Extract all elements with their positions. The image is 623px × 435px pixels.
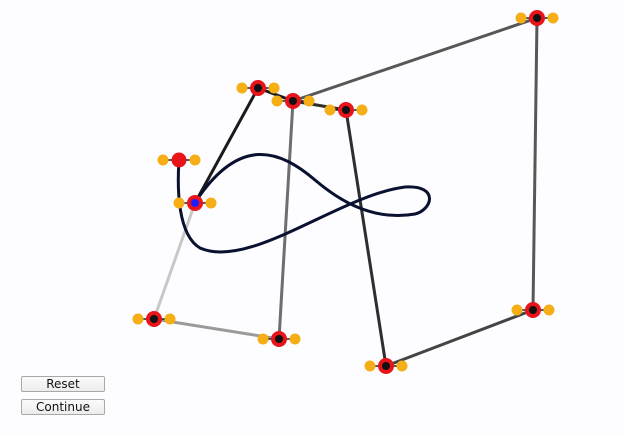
chain-segment — [292, 16, 538, 103]
chain-segment — [277, 100, 295, 340]
control-point-node-icon[interactable] — [511, 302, 555, 318]
control-point-node-icon[interactable] — [132, 311, 176, 327]
tangent-handle-icon[interactable] — [324, 104, 336, 116]
chain-segments — [152, 16, 539, 368]
tangent-handle-icon[interactable] — [543, 304, 555, 316]
tangent-handle-icon[interactable] — [547, 12, 559, 24]
tangent-handle-icon[interactable] — [189, 154, 201, 166]
tangent-handle-icon[interactable] — [132, 313, 144, 325]
control-point-node-icon[interactable] — [271, 93, 315, 109]
tangent-handle-icon[interactable] — [173, 197, 185, 209]
control-point-node-icon[interactable] — [173, 195, 217, 211]
tangent-handle-icon[interactable] — [289, 333, 301, 345]
control-point-node-icon[interactable] — [364, 358, 408, 374]
tangent-handle-icon[interactable] — [511, 304, 523, 316]
continue-button[interactable]: Continue — [21, 399, 105, 415]
tangent-handle-icon[interactable] — [396, 360, 408, 372]
control-point-node-icon[interactable] — [257, 331, 301, 347]
bezier-curve — [176, 153, 431, 254]
tangent-handle-icon[interactable] — [271, 95, 283, 107]
control-point-node-icon[interactable] — [236, 80, 280, 96]
tangent-handle-icon[interactable] — [164, 313, 176, 325]
chain-segment — [193, 87, 260, 204]
tangent-handle-icon[interactable] — [303, 95, 315, 107]
control-points — [132, 10, 559, 374]
chain-segment — [385, 308, 534, 368]
chain-segment — [153, 317, 280, 341]
tangent-handle-icon[interactable] — [268, 82, 280, 94]
chain-segment — [152, 202, 197, 320]
chain-segment — [531, 17, 539, 311]
chain-segment — [344, 109, 388, 367]
control-point-node-icon[interactable] — [157, 152, 201, 168]
tangent-handle-icon[interactable] — [157, 154, 169, 166]
tangent-handle-icon[interactable] — [205, 197, 217, 209]
tangent-handle-icon[interactable] — [257, 333, 269, 345]
tangent-handle-icon[interactable] — [236, 82, 248, 94]
tangent-handle-icon[interactable] — [515, 12, 527, 24]
tangent-handle-icon[interactable] — [356, 104, 368, 116]
reset-button[interactable]: Reset — [21, 376, 105, 392]
chain-segment — [292, 99, 347, 112]
control-point-node-icon[interactable] — [515, 10, 559, 26]
tangent-handle-icon[interactable] — [364, 360, 376, 372]
control-point-node-icon[interactable] — [324, 102, 368, 118]
